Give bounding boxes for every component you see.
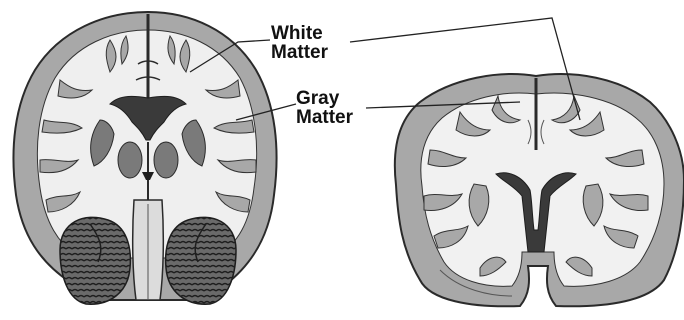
gray-matter-label: Gray Matter [296,89,353,127]
white-matter-label-line2: Matter [271,43,328,62]
gray-matter-label-line1: Gray [296,89,353,108]
axial-brain-section [13,12,276,304]
white-matter-label-line1: White [271,24,328,43]
gray-matter-label-line2: Matter [296,108,353,127]
white-matter-label: White Matter [271,24,328,62]
coronal-brain-section [395,74,684,306]
